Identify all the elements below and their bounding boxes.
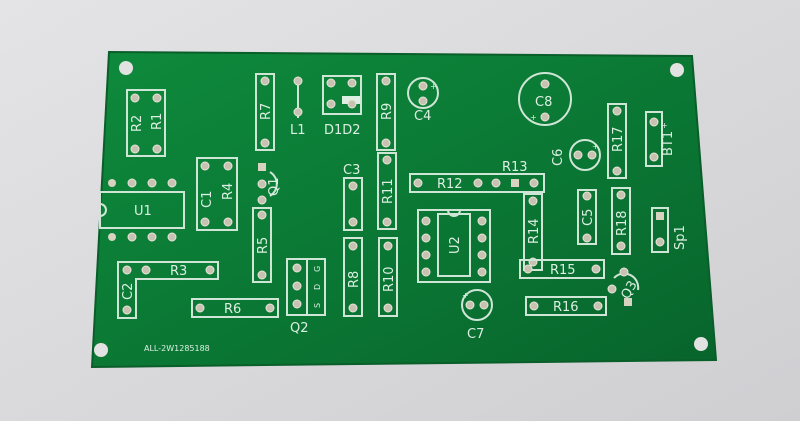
label-c4: C4 — [414, 109, 431, 124]
svg-text:+: + — [462, 291, 469, 300]
transistor-q1: Q1 — [257, 163, 282, 205]
resistor-r9: R9 — [376, 73, 396, 151]
label-c7: C7 — [467, 327, 484, 342]
svg-text:+: + — [592, 142, 599, 151]
resistor-r17: R17 — [607, 103, 627, 179]
label-q1: Q1 — [267, 177, 282, 196]
svg-text:+: + — [430, 82, 437, 91]
diodes-d1d2: D1D2 — [322, 75, 362, 138]
label-r13: R13 — [502, 160, 528, 175]
label-r14: R14 — [527, 218, 542, 244]
label-r3: R3 — [170, 264, 187, 279]
resistor-r2-r1: R2 R1 — [126, 89, 166, 157]
circuit-board — [90, 50, 718, 369]
capacitor-c3: C3 — [343, 163, 363, 231]
label-r11: R11 — [381, 178, 396, 204]
resistor-r18: R18 — [611, 187, 631, 255]
c2-r3: C2 R3 — [117, 261, 219, 319]
label-c2: C2 — [121, 283, 136, 300]
capacitor-c4: + C4 — [407, 77, 439, 124]
label-c8: C8 — [535, 95, 552, 110]
label-r7: R7 — [259, 103, 274, 120]
resistor-r14: R14 — [523, 193, 543, 271]
label-r8: R8 — [347, 271, 362, 288]
label-r12: R12 — [437, 177, 463, 192]
label-r18: R18 — [615, 210, 630, 236]
resistor-r6: R6 — [191, 298, 279, 318]
ic-u2: U2 — [417, 209, 491, 283]
battery-bt1: + BT1 — [645, 111, 676, 167]
label-d1d2: D1D2 — [324, 123, 361, 138]
label-c6: C6 — [551, 149, 566, 166]
label-r4: R4 — [221, 183, 236, 200]
label-u2: U2 — [448, 236, 463, 254]
ic-u1: U1 — [99, 178, 185, 242]
transistor-q2: G D S Q2 — [286, 258, 326, 336]
c1-r4: C1 R4 — [196, 157, 238, 231]
label-u1: U1 — [134, 204, 152, 219]
capacitor-c7: + C7 — [461, 289, 493, 342]
speaker-sp1: Sp1 — [651, 207, 688, 253]
label-c1: C1 — [200, 191, 215, 208]
svg-text:+: + — [530, 113, 537, 122]
label-q2: Q2 — [290, 321, 309, 336]
resistor-r11: R11 — [377, 152, 397, 230]
resistor-r16: R16 — [525, 296, 607, 316]
resistor-r5: R5 — [252, 207, 272, 283]
label-r5: R5 — [256, 237, 271, 254]
label-c5: C5 — [581, 209, 596, 226]
resistor-r7: R7 — [255, 73, 275, 151]
resistor-r8: R8 — [343, 237, 363, 317]
label-r17: R17 — [611, 126, 626, 152]
resistor-r15: R15 — [519, 259, 605, 279]
label-sp1: Sp1 — [673, 225, 688, 250]
pin-label-s: S — [313, 303, 322, 308]
capacitor-c8: + C8 — [518, 72, 572, 126]
label-r6: R6 — [224, 302, 241, 317]
label-r16: R16 — [553, 300, 579, 315]
label-c3: C3 — [343, 163, 360, 178]
svg-text:+: + — [661, 121, 668, 130]
label-r1: R1 — [150, 113, 165, 130]
capacitor-c5: C5 — [577, 189, 597, 245]
label-r15: R15 — [550, 263, 576, 278]
pin-label-d: D — [313, 284, 322, 290]
resistor-r10: R10 — [378, 237, 398, 317]
label-r10: R10 — [382, 266, 397, 292]
capacitor-c6: + C6 — [551, 139, 601, 171]
label-bt1: BT1 — [661, 131, 676, 156]
r12-r13: R12 R13 — [409, 160, 545, 193]
label-l1: L1 — [290, 123, 306, 138]
pin-label-g: G — [313, 266, 322, 272]
mounting-holes — [94, 61, 708, 357]
label-r2: R2 — [130, 115, 145, 132]
board-serial: ALL-2W1285188 — [144, 344, 210, 353]
label-r9: R9 — [380, 103, 395, 120]
inductor-l1: L1 — [290, 76, 306, 138]
